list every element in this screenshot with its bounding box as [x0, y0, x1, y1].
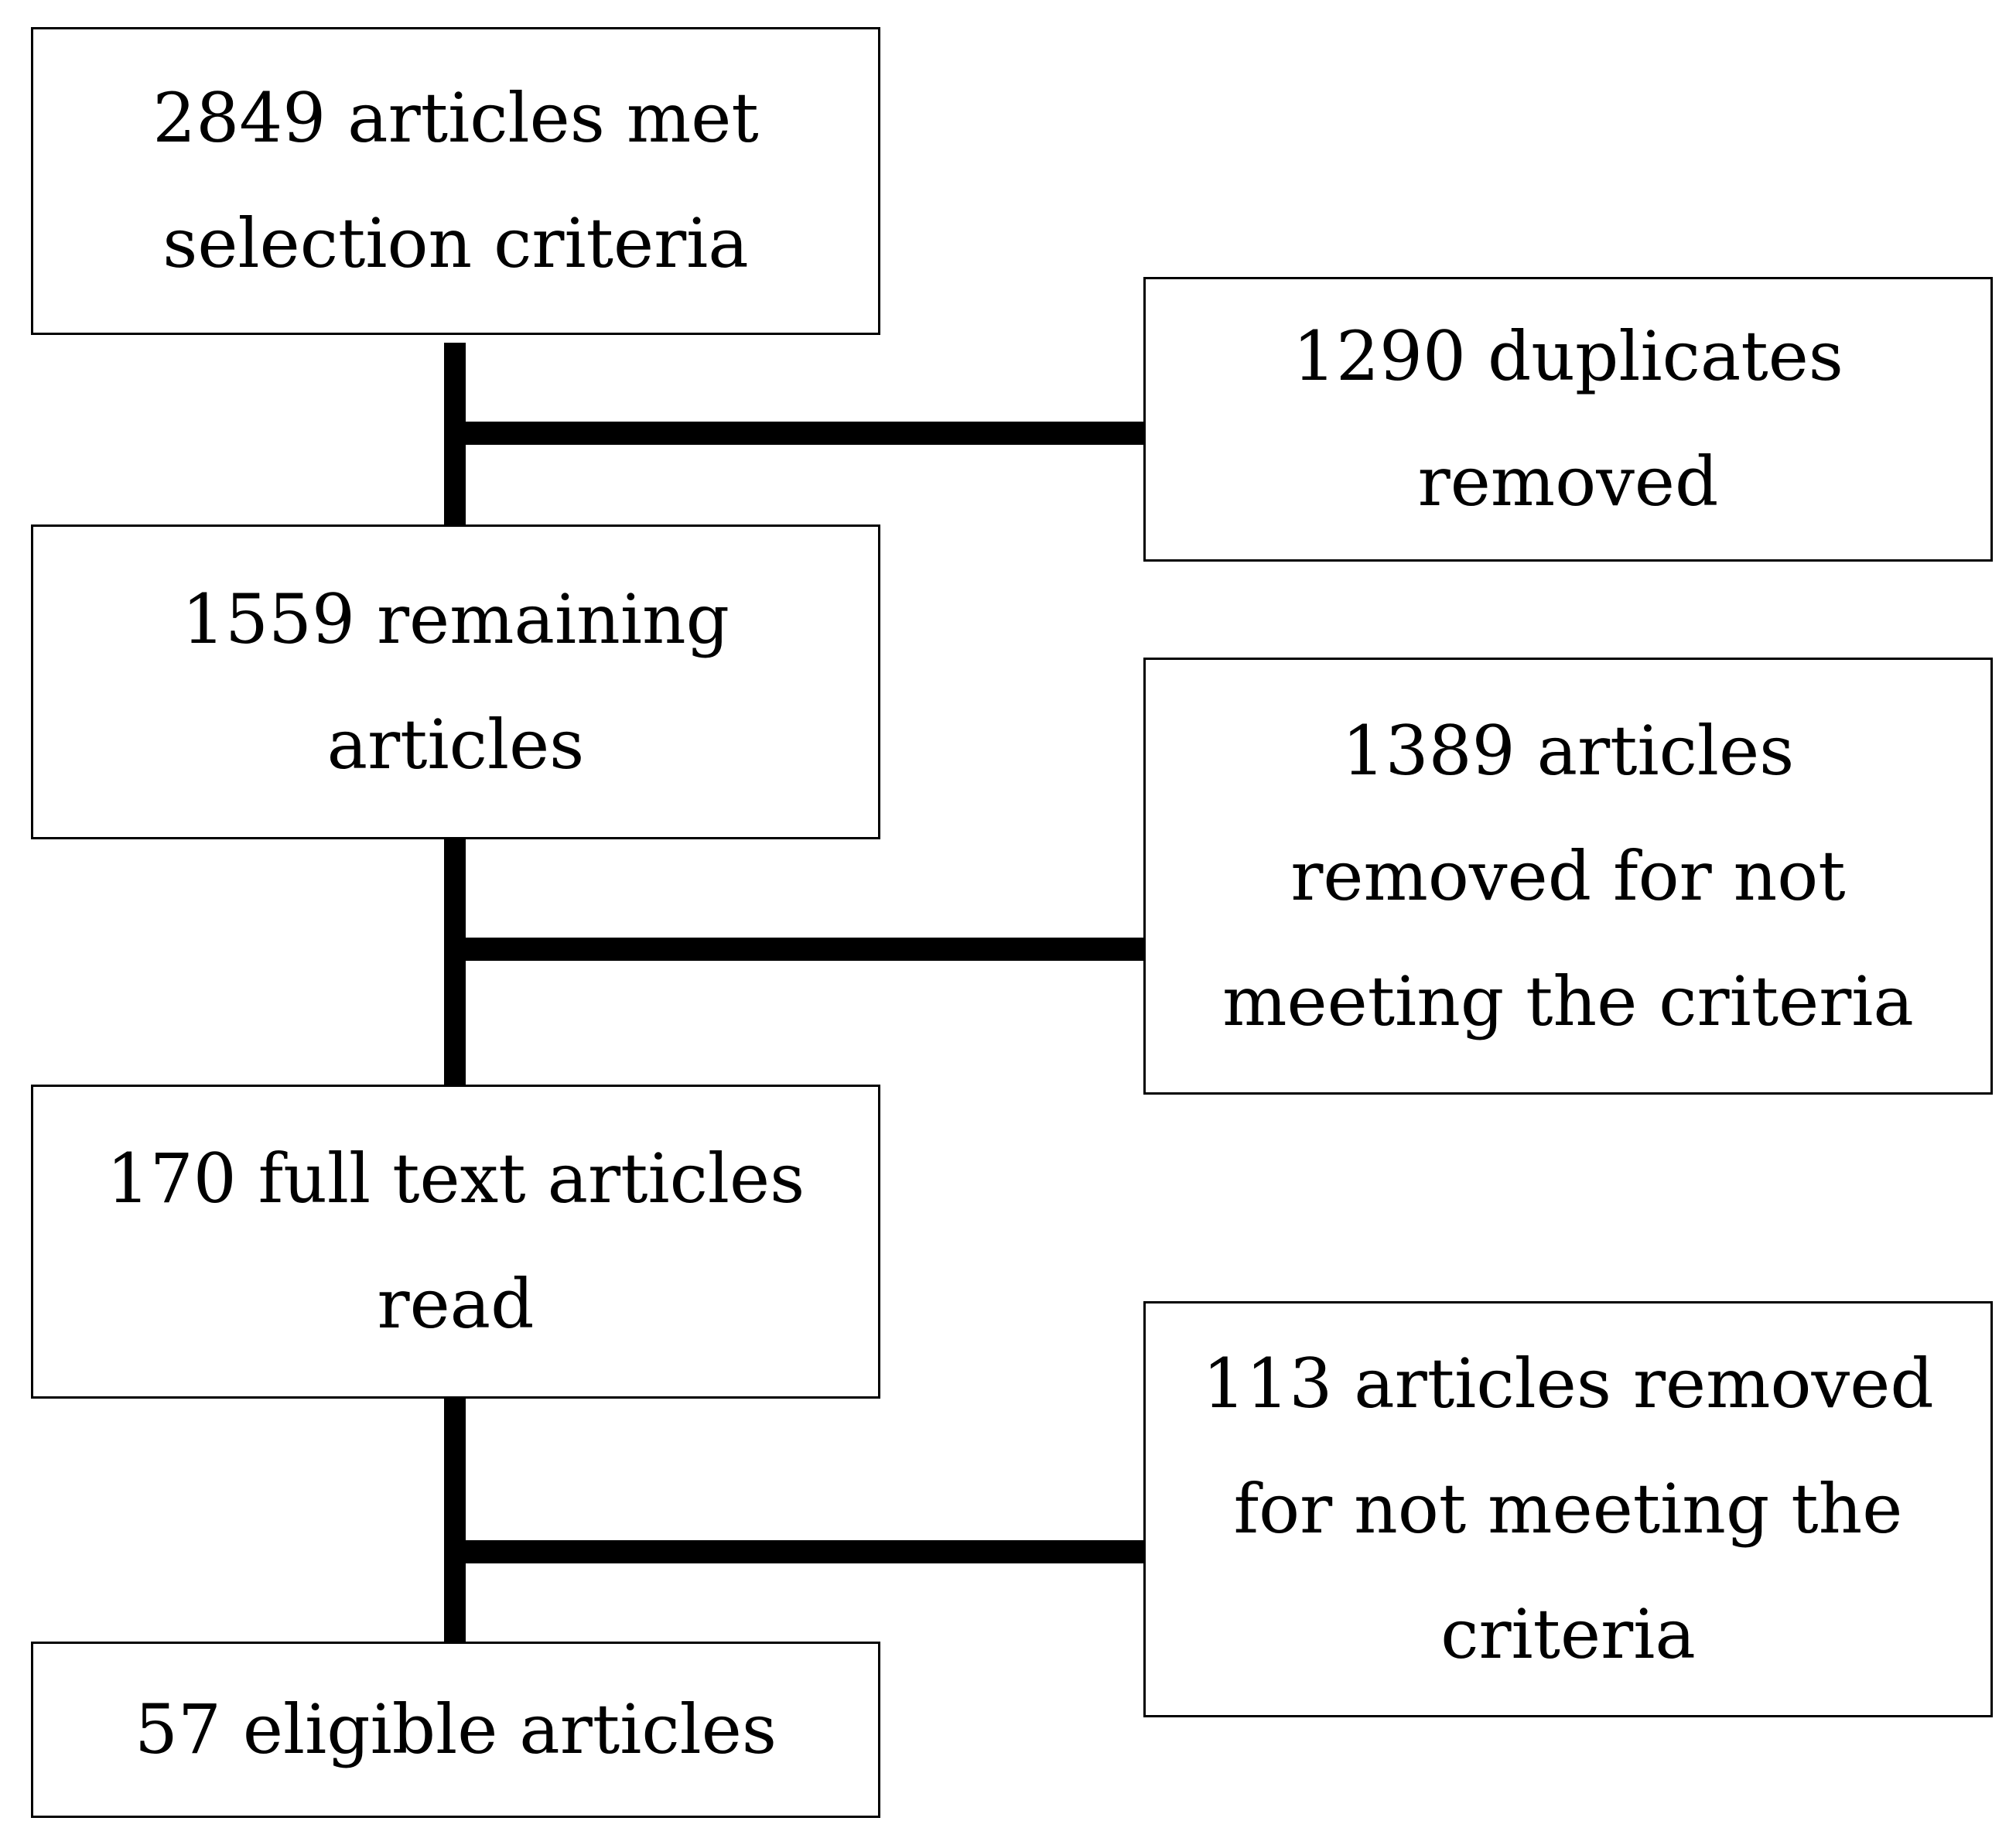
exclusion-line: 113 articles removed: [1202, 1344, 1934, 1423]
step-text-met-criteria: 2849 articles met selection criteria: [152, 56, 759, 306]
exclusion-line: removed for not: [1290, 835, 1846, 916]
step-text-remaining: 1559 remaining articles: [182, 557, 730, 808]
step-line: selection criteria: [162, 203, 749, 283]
step-line: read: [377, 1264, 535, 1344]
exclusion-box-duplicates: 1290 duplicates removed: [1143, 277, 1993, 562]
step-text-full-text: 170 full text articles read: [107, 1116, 805, 1367]
step-line: 2849 articles met: [152, 78, 759, 158]
connector-vertical-3: [444, 1399, 466, 1642]
step-line: articles: [326, 704, 585, 784]
exclusion-line: for not meeting the: [1233, 1469, 1903, 1549]
exclusion-text-not-meeting-2: 113 articles removed for not meeting the…: [1202, 1321, 1933, 1697]
exclusion-line: meeting the criteria: [1222, 961, 1914, 1041]
exclusion-text-not-meeting-1: 1389 articles removed for not meeting th…: [1222, 688, 1914, 1064]
exclusion-box-not-meeting-1: 1389 articles removed for not meeting th…: [1143, 658, 1993, 1095]
step-box-met-criteria: 2849 articles met selection criteria: [31, 27, 880, 335]
step-box-eligible: 57 eligible articles: [31, 1642, 880, 1818]
step-box-remaining: 1559 remaining articles: [31, 524, 880, 839]
connector-horizontal-3: [444, 1540, 1143, 1563]
connector-horizontal-1: [444, 422, 1143, 445]
step-line: 170 full text articles: [106, 1139, 805, 1218]
exclusion-box-not-meeting-2: 113 articles removed for not meeting the…: [1143, 1301, 1993, 1717]
step-line: 57 eligible articles: [134, 1690, 777, 1769]
step-line: 1559 remaining: [182, 579, 730, 659]
exclusion-line: removed: [1417, 442, 1719, 521]
step-text-eligible: 57 eligible articles: [135, 1667, 777, 1792]
exclusion-line: criteria: [1440, 1594, 1696, 1674]
connector-vertical-2: [444, 839, 466, 1085]
step-box-full-text: 170 full text articles read: [31, 1085, 880, 1399]
exclusion-text-duplicates: 1290 duplicates removed: [1293, 294, 1843, 545]
connector-horizontal-2: [444, 938, 1143, 961]
exclusion-line: 1389 articles: [1341, 710, 1795, 791]
exclusion-line: 1290 duplicates: [1293, 316, 1843, 396]
